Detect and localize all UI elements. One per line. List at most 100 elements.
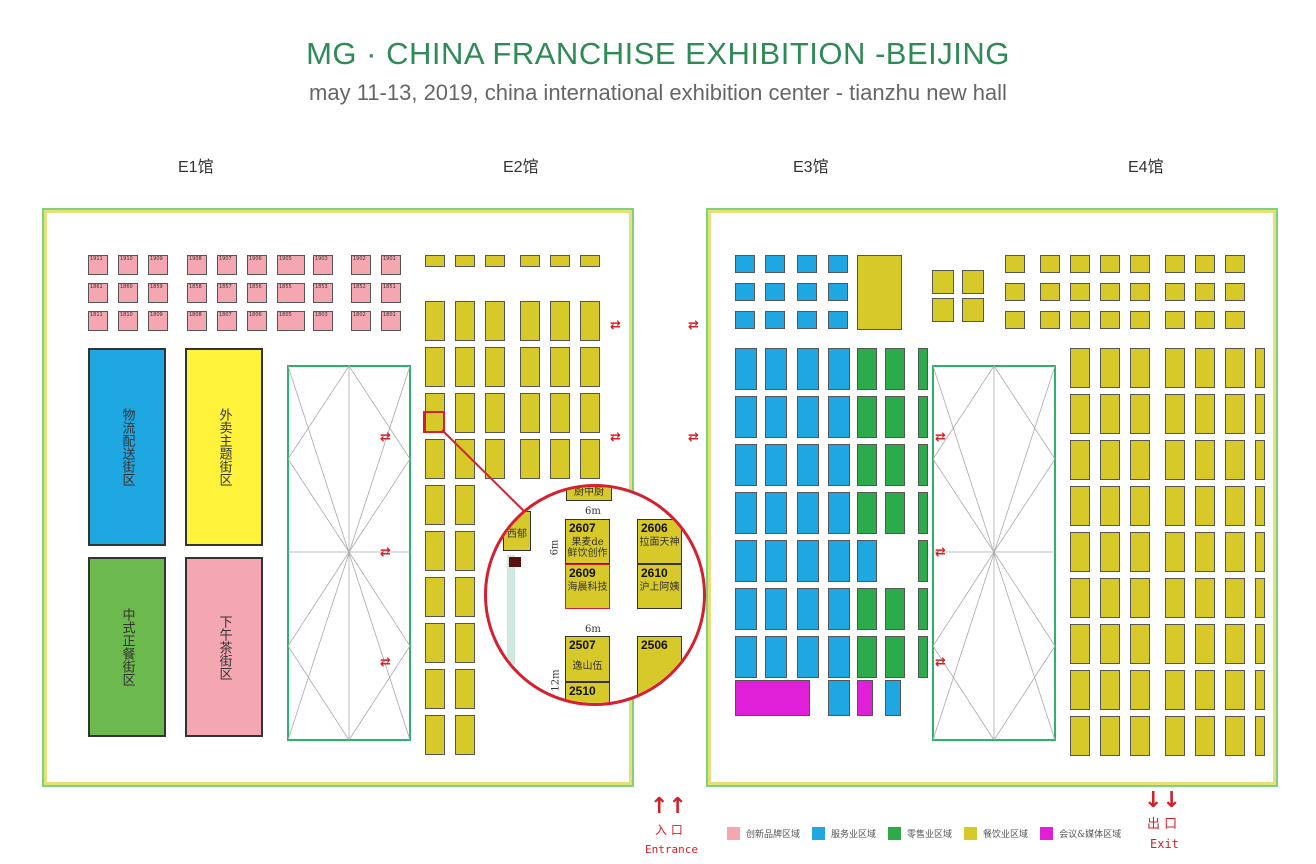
booth[interactable] — [1130, 440, 1150, 480]
booth[interactable] — [828, 680, 850, 716]
booth[interactable] — [520, 393, 540, 433]
booth[interactable] — [765, 492, 787, 534]
booth[interactable] — [1255, 670, 1265, 710]
booth[interactable] — [765, 255, 785, 273]
booth[interactable] — [1225, 716, 1245, 756]
booth[interactable] — [1165, 283, 1185, 301]
booth[interactable] — [425, 301, 445, 341]
booth[interactable] — [1100, 624, 1120, 664]
booth[interactable] — [1130, 283, 1150, 301]
booth[interactable] — [962, 298, 984, 322]
booth[interactable] — [765, 396, 787, 438]
booth[interactable] — [1040, 283, 1060, 301]
booth[interactable] — [1195, 670, 1215, 710]
booth[interactable] — [455, 347, 475, 387]
booth[interactable] — [485, 301, 505, 341]
booth[interactable] — [1165, 670, 1185, 710]
booth[interactable]: 1801 — [381, 311, 401, 331]
booth[interactable] — [1070, 440, 1090, 480]
booth[interactable] — [580, 393, 600, 433]
booth[interactable] — [1195, 486, 1215, 526]
booth[interactable]: 1851 — [381, 283, 401, 303]
booth[interactable] — [765, 540, 787, 582]
booth[interactable] — [885, 444, 905, 486]
booth[interactable] — [828, 255, 848, 273]
booth[interactable] — [1070, 624, 1090, 664]
zone-takeaway[interactable]: 外卖主题街区 — [185, 348, 263, 546]
booth[interactable] — [828, 311, 848, 329]
booth[interactable]: 1859 — [148, 283, 168, 303]
booth[interactable] — [455, 669, 475, 709]
booth[interactable] — [455, 393, 475, 433]
booth[interactable] — [1040, 311, 1060, 329]
booth[interactable] — [1100, 255, 1120, 273]
booth[interactable] — [885, 348, 905, 390]
booth[interactable]: 1911 — [88, 255, 108, 275]
booth[interactable] — [580, 439, 600, 479]
booth[interactable]: 1858 — [187, 283, 207, 303]
booth[interactable]: 1810 — [118, 311, 138, 331]
booth[interactable] — [932, 270, 954, 294]
booth[interactable]: 1909 — [148, 255, 168, 275]
booth[interactable] — [1070, 311, 1090, 329]
booth[interactable] — [857, 588, 877, 630]
booth[interactable]: 1811 — [88, 311, 108, 331]
booth[interactable] — [797, 588, 819, 630]
booth[interactable] — [580, 301, 600, 341]
booth[interactable] — [1225, 440, 1245, 480]
booth[interactable]: 1809 — [148, 311, 168, 331]
booth[interactable] — [1100, 716, 1120, 756]
booth[interactable] — [735, 492, 757, 534]
booth[interactable] — [425, 439, 445, 479]
booth[interactable] — [1255, 486, 1265, 526]
booth[interactable] — [857, 396, 877, 438]
booth[interactable]: 1861 — [88, 283, 108, 303]
booth[interactable] — [425, 669, 445, 709]
booth[interactable] — [1255, 578, 1265, 618]
booth[interactable] — [455, 531, 475, 571]
booth[interactable] — [1100, 394, 1120, 434]
booth[interactable] — [1255, 348, 1265, 388]
booth[interactable] — [1100, 440, 1120, 480]
booth[interactable]: 1907 — [217, 255, 237, 275]
booth[interactable] — [1130, 670, 1150, 710]
booth[interactable] — [828, 588, 850, 630]
booth[interactable] — [1225, 624, 1245, 664]
booth[interactable] — [857, 348, 877, 390]
booth[interactable] — [1165, 255, 1185, 273]
booth[interactable] — [1195, 255, 1215, 273]
booth[interactable] — [1225, 283, 1245, 301]
booth[interactable] — [455, 255, 475, 267]
booth[interactable] — [1195, 394, 1215, 434]
booth[interactable] — [1195, 348, 1215, 388]
booth[interactable] — [918, 348, 928, 390]
booth[interactable] — [735, 311, 755, 329]
booth[interactable]: 1905 — [277, 255, 305, 275]
booth[interactable] — [962, 270, 984, 294]
booth[interactable]: 1902 — [351, 255, 371, 275]
booth[interactable] — [932, 298, 954, 322]
booth[interactable] — [1165, 532, 1185, 572]
booth[interactable] — [1195, 716, 1215, 756]
booth[interactable] — [1070, 283, 1090, 301]
zone-logistics[interactable]: 物流配送街区 — [88, 348, 166, 546]
booth[interactable] — [735, 255, 755, 273]
booth[interactable] — [1165, 486, 1185, 526]
booth[interactable] — [1195, 440, 1215, 480]
booth[interactable] — [520, 255, 540, 267]
booth[interactable] — [735, 396, 757, 438]
booth[interactable] — [1165, 394, 1185, 434]
booth[interactable] — [485, 439, 505, 479]
booth[interactable] — [1195, 578, 1215, 618]
booth[interactable] — [550, 255, 570, 267]
booth[interactable] — [1130, 486, 1150, 526]
booth[interactable] — [485, 393, 505, 433]
booth[interactable] — [1195, 311, 1215, 329]
booth[interactable]: 1807 — [217, 311, 237, 331]
booth[interactable] — [1225, 670, 1245, 710]
booth[interactable] — [1130, 532, 1150, 572]
booth[interactable] — [857, 444, 877, 486]
booth[interactable] — [735, 444, 757, 486]
